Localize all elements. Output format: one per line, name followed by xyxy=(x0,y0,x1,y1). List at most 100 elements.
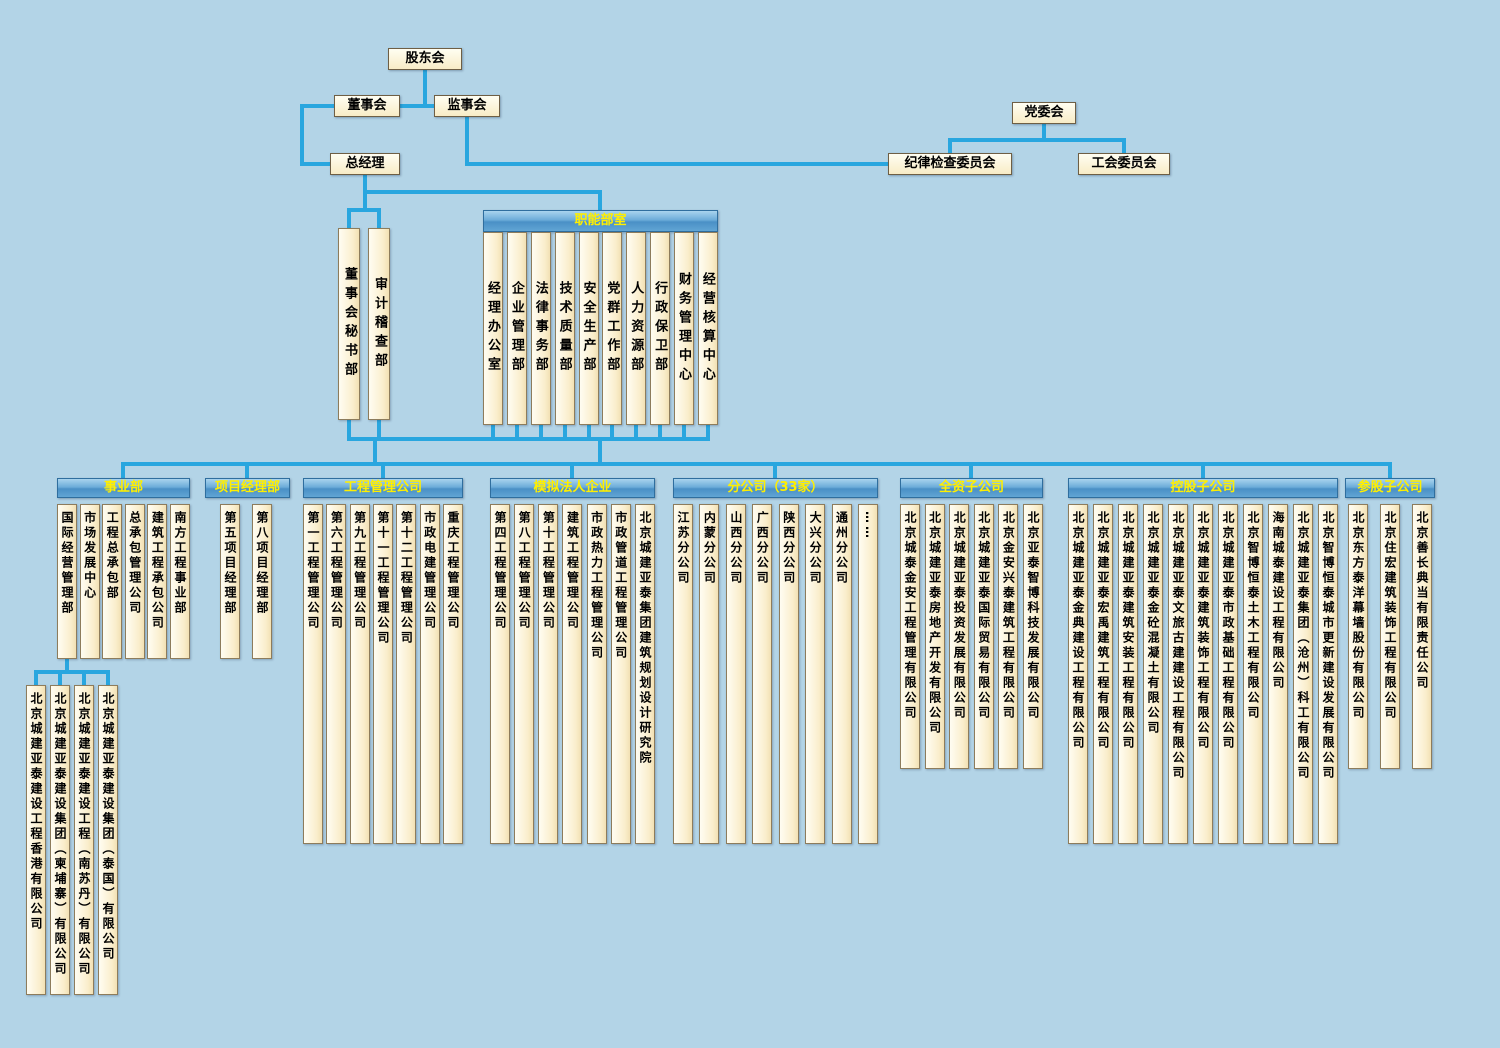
org-unit-box: 北京城建亚泰建筑装饰工程有限公司 xyxy=(1193,504,1213,844)
org-unit-box: 市政热力工程管理公司 xyxy=(586,504,607,844)
org-unit-box: 第八项目经理部 xyxy=(252,504,272,659)
org-unit-box: 第四工程管理公司 xyxy=(490,504,510,844)
group-branches-header: 分公司（33家） xyxy=(673,478,878,498)
functional-department-box: 财务管理中心 xyxy=(674,232,694,425)
node-party-committee: 党委会 xyxy=(1012,102,1076,124)
org-unit-box: 北京城泰金安工程管理有限公司 xyxy=(900,504,920,769)
group-holding-columns: 北京城建亚泰金典建设工程有限公司北京城建亚泰宏禹建筑工程有限公司北京城建亚泰建筑… xyxy=(1068,504,1338,844)
connector-line xyxy=(245,466,249,478)
org-unit-box: 重庆工程管理公司 xyxy=(442,504,463,844)
staff-departments: 董事会秘书部审计稽查部 xyxy=(338,228,390,420)
connector-line xyxy=(106,674,110,685)
connector-line xyxy=(377,208,381,230)
connector-line xyxy=(363,190,602,194)
connector-line xyxy=(587,425,591,441)
connector-line xyxy=(706,425,710,441)
group-wholly-owned-header: 全资子公司 xyxy=(900,478,1043,498)
connector-line xyxy=(948,138,952,155)
connector-line xyxy=(465,162,890,166)
connector-line xyxy=(634,425,638,441)
group-wholly-owned-columns: 北京城泰金安工程管理有限公司北京城建亚泰房地产开发有限公司北京城建亚泰投资发展有… xyxy=(900,504,1043,769)
org-unit-box: 北京城建亚泰金砼混凝土有限公司 xyxy=(1143,504,1163,844)
connector-line xyxy=(300,104,336,108)
connector-line xyxy=(373,441,377,462)
org-unit-box: 市政管道工程管理公司 xyxy=(610,504,631,844)
org-unit-box: 陕西分公司 xyxy=(778,504,799,844)
connector-line xyxy=(515,425,519,441)
node-board-of-directors: 董事会 xyxy=(334,95,400,117)
org-unit-box: 第十工程管理公司 xyxy=(538,504,559,844)
group-project-manager-columns: 第五项目经理部第八项目经理部 xyxy=(220,504,272,659)
group-branches-columns: 江苏分公司内蒙分公司山西分公司广西分公司陕西分公司大兴分公司通州分公司…… xyxy=(673,504,878,844)
org-unit-box: 北京城建亚泰文旅古建建设工程有限公司 xyxy=(1168,504,1188,844)
functional-department-box: 安全生产部 xyxy=(578,232,599,425)
group-simulated-legal-columns: 第四工程管理公司第八工程管理公司第十工程管理公司建筑工程管理公司市政热力工程管理… xyxy=(490,504,655,844)
connector-line xyxy=(82,674,86,685)
connector-line xyxy=(563,425,567,441)
connector-line xyxy=(491,425,495,441)
org-unit-box: 北京城建亚泰建筑安装工程有限公司 xyxy=(1118,504,1138,844)
org-unit-box: 北京城建亚泰建设工程香港有限公司 xyxy=(26,685,46,995)
connector-line xyxy=(377,420,381,441)
org-unit-box: 北京城建亚泰投资发展有限公司 xyxy=(949,504,970,769)
org-unit-box: 第十一工程管理公司 xyxy=(372,504,393,844)
connector-line xyxy=(948,138,1126,142)
group-equity-header: 参股子公司 xyxy=(1345,478,1435,498)
org-unit-box: 北京城建亚泰集团（沧州）科工有限公司 xyxy=(1293,504,1313,844)
connector-line xyxy=(121,466,125,478)
connector-line xyxy=(347,208,351,230)
org-unit-box: 大兴分公司 xyxy=(805,504,826,844)
org-unit-box: 内蒙分公司 xyxy=(699,504,720,844)
org-unit-box: 海南城泰建设工程有限公司 xyxy=(1268,504,1288,844)
node-labor-union-committee: 工会委员会 xyxy=(1078,153,1170,175)
node-general-manager: 总经理 xyxy=(330,153,400,175)
connector-line xyxy=(969,466,973,478)
org-unit-box: 广西分公司 xyxy=(752,504,773,844)
org-unit-box: 北京城建亚泰金典建设工程有限公司 xyxy=(1068,504,1088,844)
connector-line xyxy=(570,466,574,478)
functional-department-box: 法律事务部 xyxy=(530,232,551,425)
connector-line xyxy=(34,670,110,674)
connector-line xyxy=(682,425,686,441)
org-unit-box: 第十二工程管理公司 xyxy=(396,504,417,844)
functional-department-box: 人力资源部 xyxy=(626,232,647,425)
org-unit-box: 第六工程管理公司 xyxy=(326,504,347,844)
org-unit-box: 北京城建亚泰市政基础工程有限公司 xyxy=(1218,504,1238,844)
connector-line xyxy=(347,208,381,212)
connector-line xyxy=(381,466,385,478)
node-supervisory-board: 监事会 xyxy=(434,95,500,117)
org-unit-box: 市场发展中心 xyxy=(79,504,100,659)
org-unit-box: 北京智博恒泰城市更新建设发展有限公司 xyxy=(1318,504,1338,844)
connector-line xyxy=(423,70,427,108)
org-unit-box: 北京智博恒泰土木工程有限公司 xyxy=(1243,504,1263,844)
international-subsidiaries-columns: 北京城建亚泰建设工程香港有限公司北京城建亚泰建设集团（柬埔寨）有限公司北京城建亚… xyxy=(26,685,118,995)
connector-line xyxy=(347,437,710,441)
group-holding-header: 控股子公司 xyxy=(1068,478,1338,498)
staff-department-box: 董事会秘书部 xyxy=(338,228,360,420)
connector-line xyxy=(658,425,662,441)
node-shareholders-meeting: 股东会 xyxy=(388,48,462,70)
org-unit-box: 江苏分公司 xyxy=(673,504,693,844)
org-unit-box: 北京善长典当有限责任公司 xyxy=(1412,504,1432,769)
org-unit-box: 山西分公司 xyxy=(725,504,746,844)
org-unit-box: 北京金安兴泰建筑工程有限公司 xyxy=(998,504,1019,769)
org-unit-box: 总承包管理公司 xyxy=(124,504,145,659)
group-engineering-mgmt-header: 工程管理公司 xyxy=(303,478,463,498)
org-unit-box: 第九工程管理公司 xyxy=(349,504,370,844)
org-unit-box: 北京城建亚泰建设集团（泰国）有限公司 xyxy=(98,685,118,995)
connector-line xyxy=(1201,466,1205,478)
connector-line xyxy=(598,441,602,462)
group-business-division-header: 事业部 xyxy=(57,478,190,498)
functional-department-box: 行政保卫部 xyxy=(650,232,671,425)
connector-line xyxy=(610,425,614,441)
connector-line xyxy=(539,425,543,441)
org-unit-box: 北京城建亚泰集团建筑规划设计研究院 xyxy=(634,504,655,844)
connector-line xyxy=(1388,466,1392,478)
org-unit-box: 建筑工程管理公司 xyxy=(562,504,583,844)
connector-line xyxy=(465,117,469,166)
node-discipline-inspection-committee: 纪律检查委员会 xyxy=(888,153,1012,175)
connector-line xyxy=(58,674,62,685)
connector-line xyxy=(1042,124,1046,142)
org-unit-box: 第五项目经理部 xyxy=(220,504,240,659)
